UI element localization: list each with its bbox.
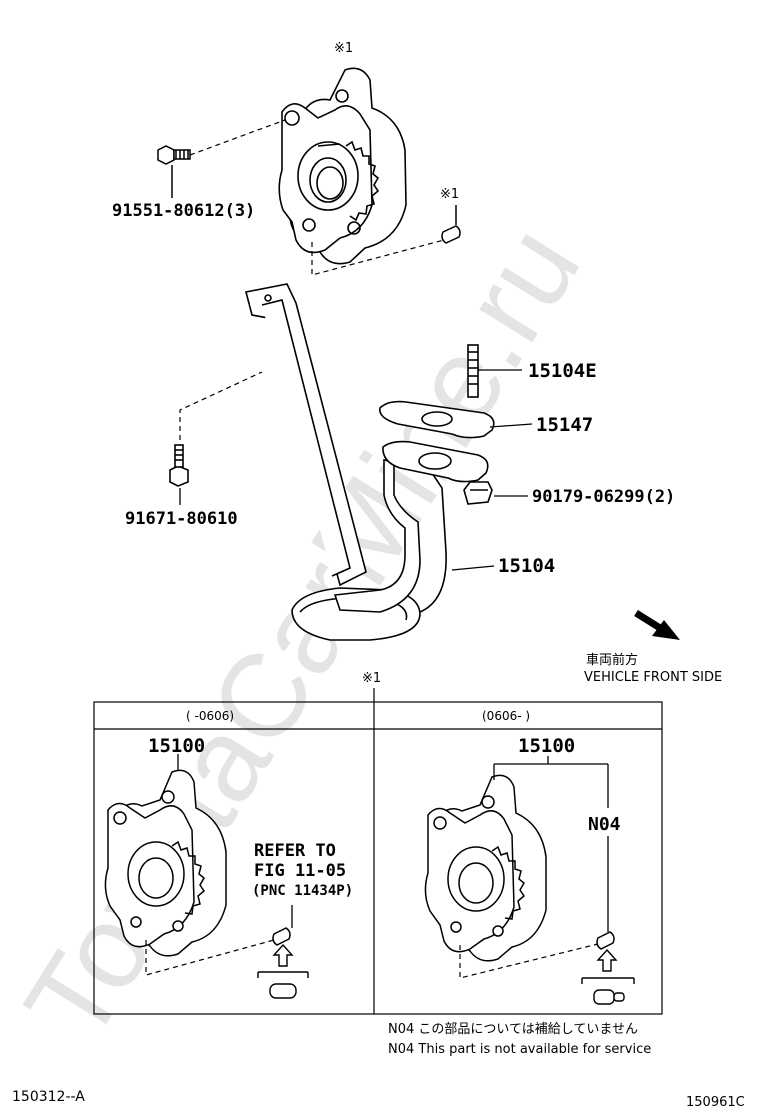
refer-line-2: FIG 11-05 <box>254 861 346 881</box>
leader-dashed-bolt3 <box>179 371 263 440</box>
oil-pump-left <box>104 769 291 957</box>
direction-en: VEHICLE FRONT SIDE <box>584 670 722 685</box>
oil-pump-top <box>278 67 407 265</box>
col-left-header: ( -0606) <box>186 709 234 723</box>
note-jp: N04 この部品については補給していません <box>388 1022 638 1037</box>
refer-line-3: (PNC 11434P) <box>252 883 353 899</box>
leader-dashed-pin <box>311 239 445 276</box>
footer-right-code: 150961C <box>686 1095 745 1110</box>
oil-strainer <box>169 283 495 641</box>
leader-lines <box>179 369 533 571</box>
footer-left-code: 150312--A <box>12 1089 85 1105</box>
leader-dashed-bolt1 <box>189 119 286 156</box>
label-right-15100: 15100 <box>518 735 575 757</box>
variant-table <box>93 701 663 1015</box>
leader-right-bracket <box>493 756 609 932</box>
leader-left-dashed <box>145 939 275 976</box>
table-mark: ※1 <box>362 671 381 686</box>
col-right-header: (0606- ) <box>482 709 530 723</box>
leader-right-dashed <box>459 943 599 979</box>
up-arrow-right-icon <box>581 948 635 1005</box>
mark-pump: ※1 <box>334 41 353 56</box>
label-15104: 15104 <box>498 555 555 577</box>
note-en: N04 This part is not available for servi… <box>388 1042 651 1057</box>
up-arrow-left-icon <box>257 943 309 999</box>
label-15147: 15147 <box>536 414 593 436</box>
label-n04: N04 <box>588 814 621 835</box>
label-91671: 91671-80610 <box>125 509 238 529</box>
label-90179: 90179-06299(2) <box>532 487 675 507</box>
front-arrow-icon <box>634 610 680 640</box>
direction-jp: 車両前方 <box>586 652 638 668</box>
label-left-15100: 15100 <box>148 735 205 757</box>
label-15104E: 15104E <box>528 360 597 382</box>
mark-pin: ※1 <box>440 187 459 202</box>
dowel-pin-top <box>441 205 461 244</box>
oil-pump-right <box>424 774 615 962</box>
bolt-91551 <box>157 145 191 198</box>
label-91551: 91551-80612(3) <box>112 201 255 221</box>
refer-line-1: REFER TO <box>254 841 336 861</box>
